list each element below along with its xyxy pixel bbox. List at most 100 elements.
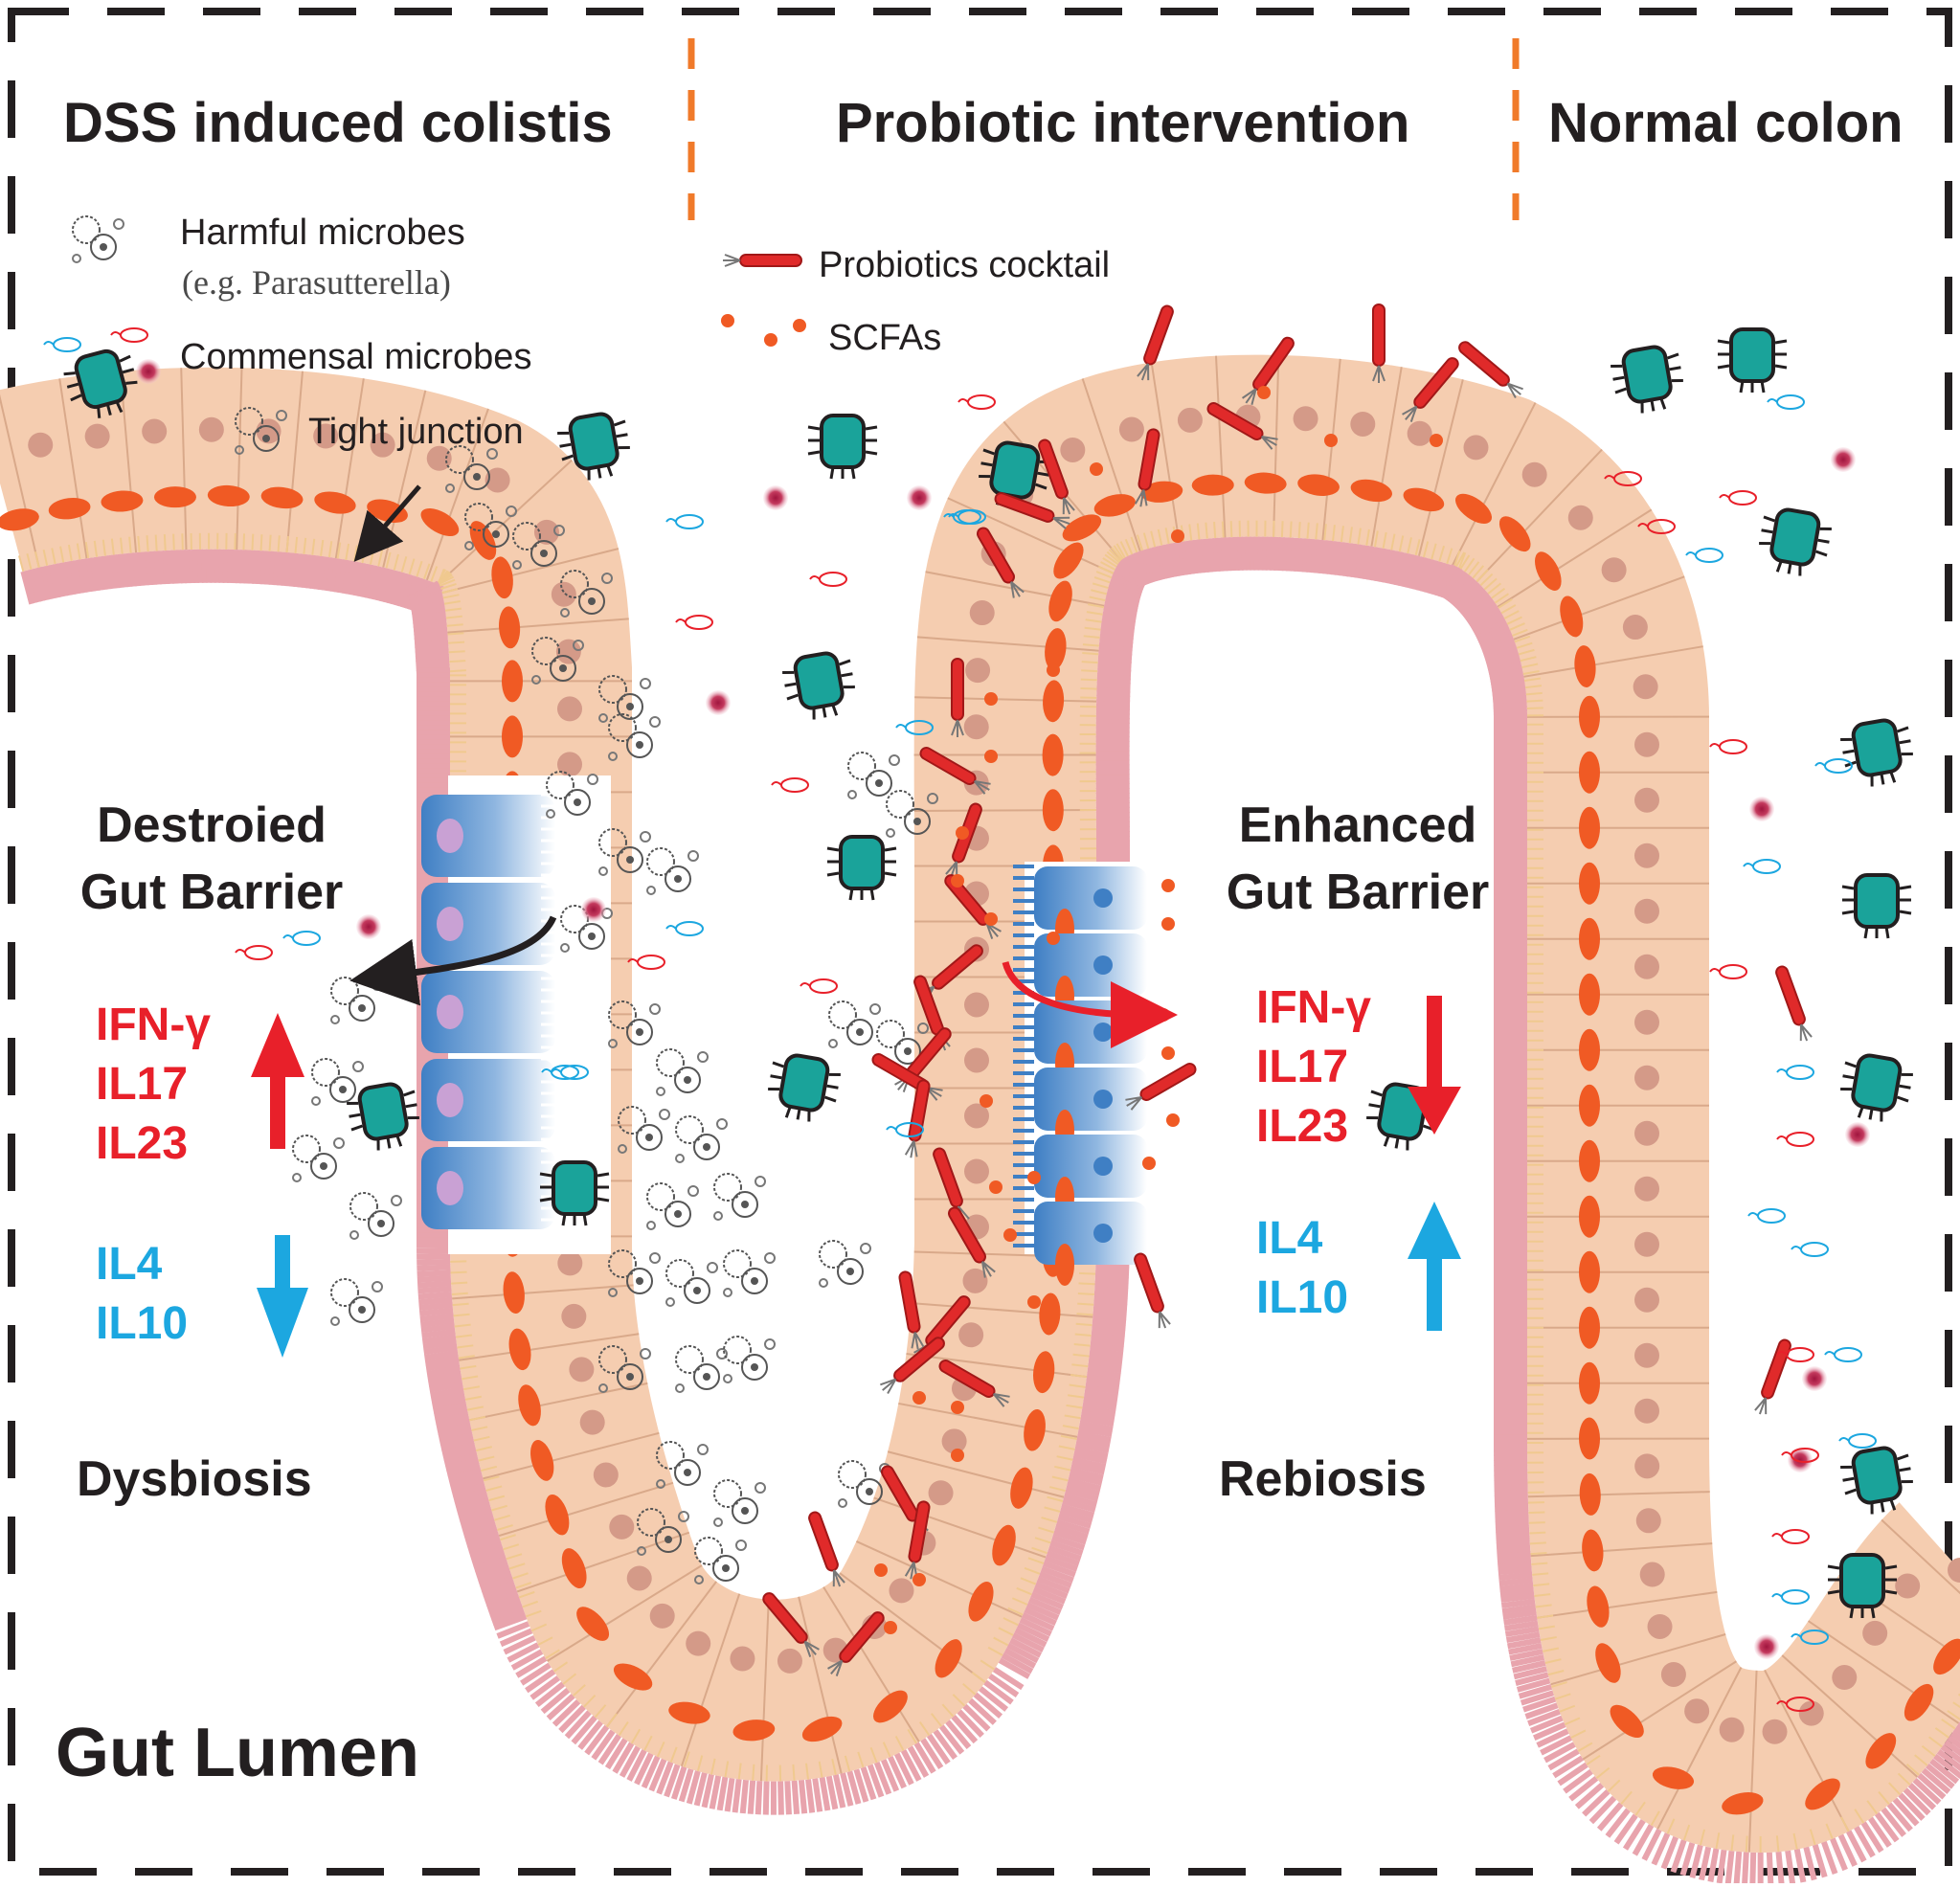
microvillus (1082, 653, 1098, 654)
cell-nucleus (650, 1604, 675, 1629)
commensal-flagellum (885, 848, 896, 850)
commensal-body (358, 1083, 409, 1141)
small-bug-tail (772, 782, 781, 785)
small-bug-body (676, 922, 703, 935)
scfa-dot-icon (1161, 917, 1175, 931)
commensal-flagellum (1718, 366, 1729, 368)
scfa-dot-icon (1090, 462, 1103, 476)
cell-nucleus (1294, 406, 1318, 431)
harmful-spore (820, 1279, 827, 1287)
probiotic-rod-icon (1133, 1252, 1170, 1330)
harmful-spore (724, 1289, 732, 1296)
mucosa-strip (415, 643, 448, 645)
microvillus (146, 535, 147, 551)
mucosa-strip (161, 551, 163, 584)
commensal-body (553, 1162, 596, 1214)
middle-cytokine-il10: IL10 (1256, 1269, 1348, 1328)
commensal-flagellum (1672, 379, 1683, 383)
scfa-dot-icon (1166, 1113, 1180, 1127)
harmful-spore (657, 1088, 665, 1095)
commensal-small-icon (1772, 1590, 1809, 1604)
small-bug-body (1801, 1243, 1828, 1256)
harmful-core (751, 1277, 758, 1285)
rod-body (807, 1511, 839, 1572)
scfa-dot-icon (984, 912, 998, 926)
cell-nucleus (1634, 1010, 1659, 1035)
commensal-body (1856, 875, 1898, 927)
commensal-flagellum (1897, 728, 1908, 731)
commensal-dot-icon (1788, 1448, 1813, 1472)
small-bug-tail (1720, 495, 1729, 498)
small-bug-body (676, 515, 703, 528)
mucosa-strip (259, 551, 261, 584)
commensal-small-icon (666, 922, 703, 935)
scfa-dot-icon (884, 1621, 897, 1634)
small-bug-tail (1825, 1352, 1835, 1355)
microvillus (1530, 1542, 1546, 1543)
small-bug-body (1777, 395, 1804, 409)
damaged-nucleus (437, 1083, 463, 1117)
commensal-small-icon (1839, 1434, 1876, 1448)
mucosa-strip (166, 551, 168, 584)
commensal-flagellum (787, 695, 799, 699)
scfa-dot-icon (984, 692, 998, 706)
harmful-core (574, 798, 581, 806)
commensal-flagellum (866, 427, 877, 429)
microvillus (1299, 522, 1300, 538)
commensal-body (1852, 1447, 1903, 1505)
harmful-spore (666, 1298, 674, 1306)
mucosa-strip (1092, 1331, 1125, 1334)
mucosa-strip (420, 1315, 454, 1318)
section-title-probiotic: Probiotic intervention (836, 91, 1409, 155)
cell-nucleus (1799, 1701, 1824, 1726)
legend-tight-junction-label: Tight junction (308, 412, 524, 453)
commensal-flagellum (773, 1063, 784, 1067)
microvillus (270, 535, 271, 551)
cell-nucleus (557, 752, 582, 776)
harmful-core (684, 1469, 691, 1476)
commensal-small-icon (44, 338, 80, 351)
microvillus (1083, 644, 1099, 645)
mucosa-strip (1496, 1517, 1529, 1518)
middle-state-label: Rebiosis (1219, 1446, 1427, 1513)
mucosa-strip (230, 550, 231, 583)
gut-lumen-label: Gut Lumen (56, 1714, 419, 1792)
microvillus (243, 533, 244, 550)
harmful-spore (698, 1052, 708, 1062)
middle-cytokine-il23: IL23 (1256, 1097, 1371, 1157)
cell-nucleus (964, 1047, 989, 1072)
damaged-nucleus (437, 907, 463, 941)
mucosa-strip (1265, 537, 1266, 571)
small-bug-tail (236, 950, 245, 953)
harmful-microbe-icon (350, 1193, 401, 1239)
harmful-microbe-icon (676, 1116, 727, 1162)
commensal-flagellum (408, 1116, 419, 1120)
commensal-body (1851, 1054, 1902, 1113)
commensal-flagellum (1840, 1088, 1852, 1091)
harmful-spore (870, 1004, 880, 1014)
cell-nucleus (1634, 732, 1659, 757)
commensal-small-icon (958, 395, 995, 409)
commensal-microbe-icon (345, 1080, 423, 1155)
mucosa-strip (417, 1284, 451, 1286)
left-barrier-line2: Gut Barrier (63, 859, 360, 926)
mucosa-strip (1498, 1560, 1531, 1562)
mucosa-strip (1231, 537, 1232, 571)
mucosa-strip (1097, 680, 1131, 681)
commensal-body (1841, 1555, 1883, 1607)
cell-nucleus (1350, 412, 1375, 437)
commensal-flagellum (842, 674, 853, 676)
commensal-flagellum (617, 435, 628, 437)
microvillus (1081, 670, 1097, 671)
mucosa-strip (751, 1781, 753, 1814)
commensal-flagellum (619, 446, 630, 450)
harmful-spore (353, 1062, 363, 1071)
microvillus (1214, 522, 1215, 538)
mucosa-strip (187, 550, 188, 583)
microvillus (1079, 1273, 1095, 1274)
cell-nucleus (1634, 1288, 1659, 1313)
harmful-core (703, 1143, 710, 1151)
mucosa-strip (758, 1781, 760, 1814)
small-bug-tail (1748, 1213, 1758, 1216)
